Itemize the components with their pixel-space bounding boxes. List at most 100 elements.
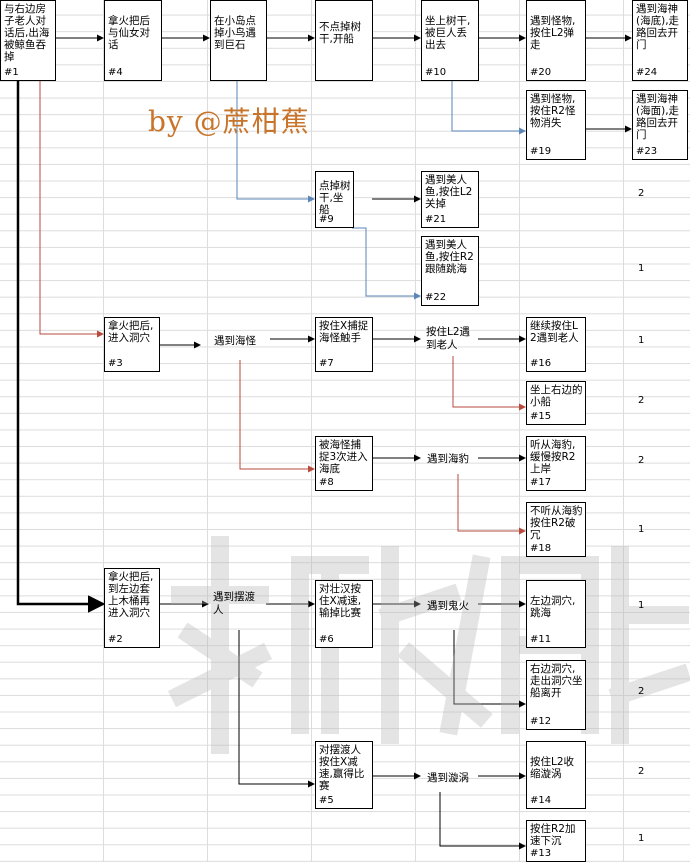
node-1-text: 与右边房子老人对话后,出海被鲸鱼吞掉 [4,3,50,63]
arrow-seal-18 [457,474,526,535]
node-20: 遇到怪物,按住L2弹走 #20 [526,0,586,81]
node-15-id: #15 [530,411,552,422]
node-5-id: #5 [319,795,334,806]
label-meet-monster: 遇到海怪 [214,335,256,347]
node-18-id: #18 [530,543,552,554]
node-3-id: #3 [108,358,123,369]
node-7: 按住X捕捉海怪触手 #7 [315,317,373,372]
node-11: 左边洞穴,跳海 #11 [526,580,586,648]
node-21-text: 遇到美人鱼,按住L2关掉 [425,174,473,210]
count-cell: 1 [638,833,645,844]
node-13: 按住R2加速下沉#13 [526,820,586,862]
node-17-id: #17 [530,477,552,488]
node-22-id: #22 [425,292,447,303]
node-19: 遇到怪物,按住R2怪物消失#19 [526,90,586,160]
node-nofire-text: 不点掉树干,开船 [319,21,361,45]
node-10-id: #10 [425,67,447,78]
arrow-ghost-12 [453,630,526,708]
author-credit: by @蔗柑蕉 [148,105,310,138]
node-nofire: 不点掉树干,开船 [315,0,373,81]
node-24-text: 遇到海神(海底),走路回去开门 [636,3,680,51]
node-24-id: #24 [636,67,658,78]
node-22-text: 遇到美人鱼,按住R2跟随跳海 [425,239,474,275]
count-cell: 2 [638,188,645,199]
node-15: 坐上右边的小船 #15 [526,381,586,425]
node-13-id: #13 [530,848,552,859]
node-15-text: 坐上右边的小船 [530,384,583,408]
label-meet-ferry: 遇到摆渡人 [213,591,257,617]
node-island-text: 在小岛点掉小鸟遇到巨石 [214,15,256,51]
node-5: 对摆渡人按住X减速,赢得比赛#5 [315,741,373,809]
node-7-text: 按住X捕捉海怪触手 [319,320,369,344]
node-4-text: 拿火把后与仙女对话 [108,15,150,51]
node-24: 遇到海神(海底),走路回去开门 #24 [632,0,688,81]
arrow-island-9 [236,80,315,203]
count-cell: 1 [638,335,645,346]
arrow-whirl-13 [439,792,526,850]
node-20-id: #20 [530,67,552,78]
arrow-9-22 [352,227,421,300]
node-island: 在小岛点掉小鸟遇到巨石 [210,0,267,81]
node-4-id: #4 [108,67,123,78]
node-6-text: 对壮汉按住X减速,输掉比赛 [319,583,362,619]
node-18: 不听从海豹按住R2破冗 #18 [526,502,586,557]
node-17-text: 听从海豹,缓慢按R2上岸 [530,439,576,475]
node-3-text: 拿火把后,进入洞穴 [108,320,154,344]
arrow-10-19 [451,80,526,135]
node-7-id: #7 [319,358,334,369]
label-meet-whirlpool: 遇到漩涡 [427,772,469,784]
node-8: 被海怪捕捉3次进入海底#8 [315,436,373,491]
node-3: 拿火把后,进入洞穴 #3 [104,317,160,372]
node-2-text: 拿火把后,到左边套上木桶再进入洞穴 [108,571,154,619]
node-16-text: 继续按住L2遇到老人 [530,320,579,344]
node-2: 拿火把后,到左边套上木桶再进入洞穴 #2 [104,568,160,648]
node-10: 坐上树干,被巨人丢出去 #10 [421,0,479,81]
node-19-text: 遇到怪物,按住R2怪物消失 [530,93,576,129]
node-17: 听从海豹,缓慢按R2上岸 #17 [526,436,586,491]
arrow-ferry-5 [238,630,315,788]
node-13-text: 按住R2加速下沉 [530,823,576,847]
count-cell: 2 [638,455,645,466]
node-6: 对壮汉按住X减速,输掉比赛 #6 [315,580,373,648]
node-22: 遇到美人鱼,按住R2跟随跳海 #22 [421,236,479,306]
node-23-text: 遇到海神(海面),走路回去开门 [636,93,680,141]
label-meet-seal: 遇到海豹 [427,453,469,465]
label-meet-ferry-text: 遇到摆渡人 [213,591,255,616]
node-18-text: 不听从海豹按住R2破冗 [530,505,583,541]
node-14: 按住L2收缩漩涡 #14 [526,741,586,809]
count-cell: 2 [638,686,645,697]
node-16-id: #16 [530,358,552,369]
node-2-id: #2 [108,634,123,645]
arrow-1-2 [16,80,106,613]
node-9-id: #9 [319,214,334,225]
arrow-l2-15 [452,356,526,411]
node-14-id: #14 [530,795,552,806]
node-23-id: #23 [636,146,658,157]
node-11-id: #11 [530,634,552,645]
node-6-id: #6 [319,634,334,645]
node-14-text: 按住L2收缩漩涡 [530,756,575,780]
count-cell: 1 [638,524,645,535]
node-21-id: #21 [425,214,447,225]
node-8-text: 被海怪捕捉3次进入海底 [319,439,368,475]
node-23: 遇到海神(海面),走路回去开门 #23 [632,90,688,160]
node-12: 右边洞穴,走出洞穴坐船离开#12 [526,660,586,730]
count-cell: 1 [638,263,645,274]
node-9-text: 点掉树干,坐船 [319,180,351,216]
node-10-text: 坐上树干,被巨人丢出去 [425,15,471,51]
node-12-text: 右边洞穴,走出洞穴坐船离开 [530,663,583,699]
node-21: 遇到美人鱼,按住L2关掉 #21 [421,171,479,228]
node-1: 与右边房子老人对话后,出海被鲸鱼吞掉#1 [0,0,56,81]
arrow-monster-8 [239,360,315,473]
count-cell: 2 [638,766,645,777]
node-16: 继续按住L2遇到老人 #16 [526,317,586,372]
count-cell: 1 [638,600,645,611]
node-11-text: 左边洞穴,跳海 [530,595,576,619]
label-meet-ghost: 遇到鬼火 [427,600,469,612]
arrow-1-3 [39,80,104,338]
node-20-text: 遇到怪物,按住L2弹走 [530,15,576,51]
node-9: 点掉树干,坐船#9 [315,171,354,228]
label-press-l2-old: 按住L2遇到老人 [426,326,474,352]
